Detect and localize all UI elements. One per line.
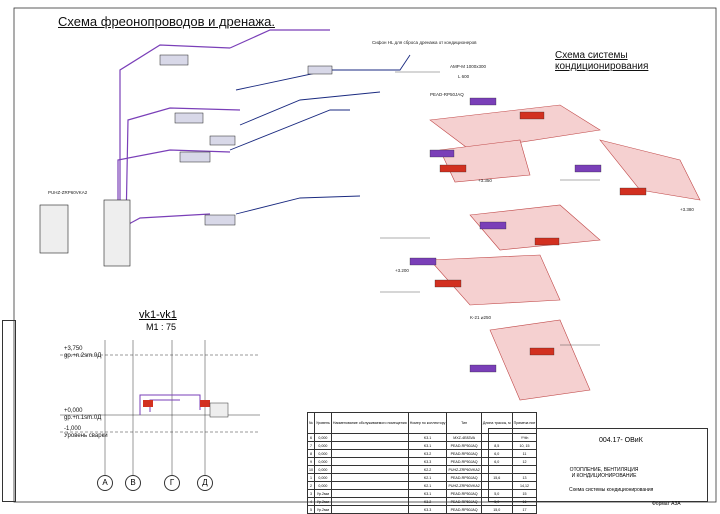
section-scale: M1 : 75 [146, 322, 177, 332]
table-cell: 8 [307, 449, 315, 458]
callout-diameter: K-21 ⌀250 [470, 315, 491, 320]
sheet-format: Формат А3А [652, 501, 681, 507]
axis-g: Г [164, 475, 180, 491]
table-cell: PEAD-RP50JAQ [446, 449, 482, 458]
section-title: vk1-vk1 [139, 309, 177, 321]
callout-outdoor-unit: PUHZ-ZRP60VKA2 [48, 190, 88, 195]
table-cell: K3.1 [407, 489, 448, 498]
callout-length: L 600 [458, 74, 470, 79]
callout-elev-2: +3.380 [680, 207, 694, 212]
side-stamp [2, 320, 16, 502]
table-cell: 3 [307, 489, 315, 498]
table-cell: K3.3 [407, 457, 448, 466]
table-cell: PEAD-RP50JAQ [446, 473, 482, 482]
table-cell: K2.1 [407, 481, 448, 490]
table-cell: PEAD-RP50JAQ [446, 457, 482, 466]
callout-elev-3: +3.200 [395, 268, 409, 273]
axis-a: А [97, 475, 113, 491]
callout-duct-size: AMP-M 1000x300 [450, 64, 487, 69]
table-cell: K3.2 [407, 449, 448, 458]
table-header: Наименование обслуживаемого помещения [330, 412, 409, 434]
table-cell: 0,000 [314, 449, 332, 458]
level-mark-2: +0,000 [64, 408, 83, 414]
ac-scheme-title: Схема системы кондиционирования [555, 50, 649, 72]
table-cell: 0,000 [314, 473, 332, 482]
table-cell: 7 [307, 441, 315, 450]
table-cell: 1 [307, 473, 315, 482]
table-header: № [307, 412, 315, 434]
axis-b: В [125, 475, 141, 491]
table-cell: 0,000 [314, 465, 332, 474]
table-cell: Ур.2мм [314, 497, 332, 506]
level-mark-3: -1,000 [64, 426, 82, 432]
level-note-2: gp.+n.1sm.0Д [64, 415, 102, 421]
table-cell: PEAD-RP50JAQ [446, 489, 482, 498]
table-cell: 0,000 [314, 457, 332, 466]
document-code: 004.17- ОВиК [599, 437, 643, 444]
table-cell [330, 481, 409, 490]
table-cell [330, 465, 409, 474]
table-header: Уровень [314, 412, 332, 434]
table-cell: K3.1 [407, 441, 448, 450]
table-cell: 5 [307, 505, 315, 514]
table-cell: 15,0 [480, 505, 513, 514]
table-cell [330, 457, 409, 466]
title-block: 004.17- ОВиК ОТОПЛЕНИЕ, ВЕНТИЛЯЦИЯ И КОН… [488, 428, 708, 502]
table-cell: 0,000 [314, 433, 332, 442]
table-cell: 10 [307, 465, 315, 474]
table-cell: K2.2 [407, 465, 448, 474]
table-cell: PEAD-RP50JAQ [446, 441, 482, 450]
callout-indoor-unit: PEAD-RP50JAQ [430, 92, 464, 97]
table-cell: PEAD-RP50JAQ [446, 497, 482, 506]
table-cell: PUHZ-ZRP60VKA2 [446, 481, 482, 490]
sheet-name: Схема системы кондиционирования [569, 487, 654, 493]
level-mark-1: +3,750 [64, 346, 83, 352]
table-cell: 2 [307, 481, 315, 490]
table-cell [330, 473, 409, 482]
table-cell: PEAD-RP50JAQ [446, 505, 482, 514]
table-cell [330, 433, 409, 442]
table-cell: 9 [307, 457, 315, 466]
table-cell [330, 441, 409, 450]
table-cell [330, 497, 409, 506]
level-note-1: gp.+n.2sm.0Д [64, 353, 102, 359]
table-cell: K3.2 [407, 497, 448, 506]
table-cell [330, 505, 409, 514]
table-cell: Ур.2мм [314, 489, 332, 498]
table-cell: K3.3 [407, 505, 448, 514]
axis-d: Д [197, 475, 213, 491]
table-cell: Ур.2мм [314, 505, 332, 514]
table-cell: 0,000 [314, 441, 332, 450]
table-cell [330, 489, 409, 498]
freon-scheme-title: Схема фреонопроводов и дренажа. [58, 14, 275, 29]
table-cell: PUHZ-ZRP60VKA2 [446, 465, 482, 474]
table-cell [330, 449, 409, 458]
callout-elev-1: +3.350 [478, 178, 492, 183]
table-cell: 0,000 [314, 481, 332, 490]
table-cell: 17 [511, 505, 538, 514]
table-cell: K2.1 [407, 473, 448, 482]
level-note-3: Уровень сварки [64, 433, 108, 439]
section-name: ОТОПЛЕНИЕ, ВЕНТИЛЯЦИЯ И КОНДИЦИОНИРОВАНИ… [569, 467, 639, 479]
table-cell: MXZ-4E83VA [446, 433, 482, 442]
table-header: Номер по коллектору [407, 412, 448, 434]
table-cell: 4 [307, 497, 315, 506]
table-header: Тип [446, 412, 482, 434]
callout-siphon: Сифон HL для сброса дренажа от кондицион… [372, 40, 477, 45]
table-cell: 6 [307, 433, 315, 442]
table-cell: K3.1 [407, 433, 448, 442]
